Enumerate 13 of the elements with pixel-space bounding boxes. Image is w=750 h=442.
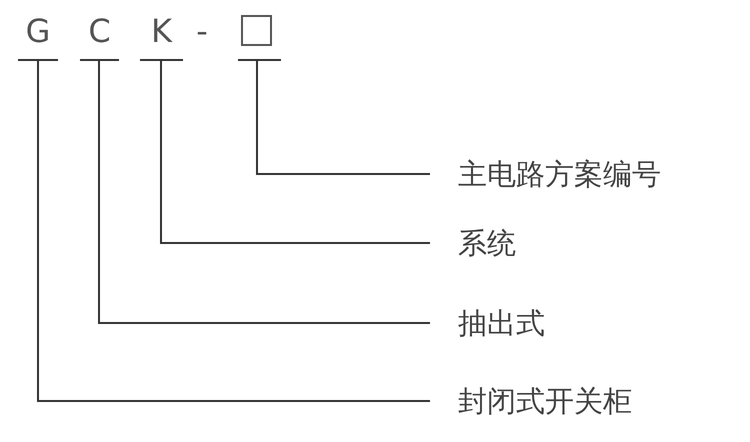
code-letter: K [140,11,183,51]
leader-line [79,59,431,324]
leader-line [17,59,431,402]
code-letter: C [80,11,119,51]
meaning-label: 封闭式开关柜 [458,383,632,419]
meaning-label: 系统 [458,225,516,261]
code-letter: G [18,11,58,51]
empty-box [241,15,272,46]
meaning-label: 抽出式 [458,305,545,341]
separator-dash: - [195,11,209,51]
leader-line [237,59,431,175]
meaning-label: 主电路方案编号 [458,156,661,192]
leader-line [139,59,431,244]
